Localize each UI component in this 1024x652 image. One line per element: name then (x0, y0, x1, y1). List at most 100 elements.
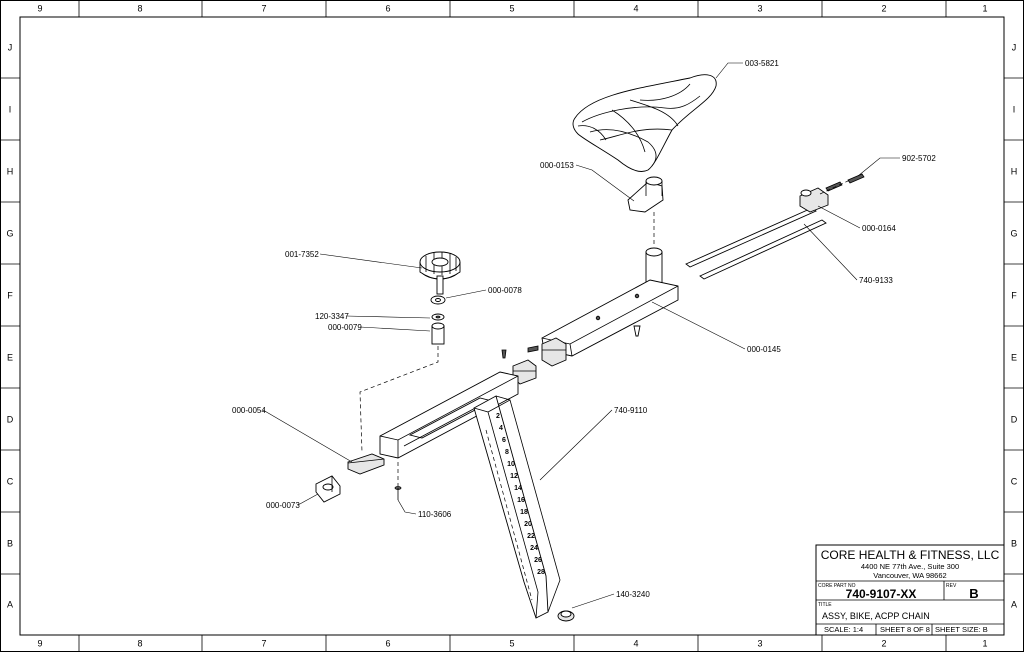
leader-110-3606 (397, 499, 417, 515)
dash-screws (819, 179, 851, 195)
revision: B (969, 586, 978, 601)
title-block (815, 544, 1005, 636)
company-name: CORE HEALTH & FITNESS, LLC (821, 548, 1000, 562)
end-cap (315, 475, 341, 503)
zone-row-left: A (7, 599, 13, 609)
zone-col-top: 8 (137, 3, 142, 13)
callout-000-0164: 000-0164 (862, 224, 896, 233)
callout-140-3240: 140-3240 (616, 590, 650, 599)
zone-row-left: C (7, 476, 14, 486)
slider-end-clamp (501, 337, 567, 385)
zone-row-right: C (1011, 476, 1018, 486)
zone-col-bottom: 7 (261, 638, 266, 648)
zone-col-bottom: 5 (509, 638, 514, 648)
callout-110-3606: 110-3606 (418, 510, 452, 519)
company-address-1: 4400 NE 77th Ave., Suite 300 (861, 562, 959, 571)
zone-col-bottom: 9 (37, 638, 42, 648)
zone-row-left: H (7, 166, 14, 176)
sheet-size: SHEET SIZE: B (935, 625, 988, 634)
scale-number: 26 (534, 557, 542, 564)
zone-col-top: 9 (37, 3, 42, 13)
scale-number: 20 (524, 521, 532, 528)
zone-col-top: 7 (261, 3, 266, 13)
zone-col-top: 5 (509, 3, 514, 13)
scale-number: 4 (499, 425, 503, 432)
scale-number: 14 (514, 485, 522, 492)
scale-number: 18 (520, 509, 528, 516)
zone-row-left: E (7, 352, 13, 362)
scale-number: 16 (517, 497, 525, 504)
leader-000-0073 (297, 493, 319, 506)
leader-140-3240 (571, 593, 615, 609)
zone-row-right: I (1013, 104, 1016, 114)
zone-row-left: F (7, 290, 13, 300)
leader-003-5821 (715, 62, 743, 79)
leader-740-9110 (539, 409, 613, 481)
leader-120-3347 (345, 315, 431, 319)
zone-row-right: H (1011, 166, 1018, 176)
zone-col-top: 6 (385, 3, 390, 13)
callout-000-0073: 000-0073 (266, 501, 300, 510)
company-address-2: Vancouver, WA 98662 (873, 571, 946, 580)
scale-number: 2 (496, 413, 500, 420)
leader-000-0145 (651, 301, 746, 350)
scale-number: 12 (510, 473, 518, 480)
zone-col-bottom: 3 (757, 638, 762, 648)
scale-number: 22 (527, 533, 535, 540)
zone-row-right: J (1012, 42, 1017, 52)
screw (394, 486, 402, 500)
callout-001-7352: 001-7352 (285, 250, 319, 259)
zone-col-top: 3 (757, 3, 762, 13)
zone-row-left: J (8, 42, 13, 52)
zone-col-top: 4 (633, 3, 638, 13)
zone-col-bottom: 8 (137, 638, 142, 648)
seat-post-assembly (379, 371, 561, 619)
zone-col-top: 1 (982, 3, 987, 13)
saddle (572, 74, 717, 172)
slide-block (347, 453, 385, 475)
callout-740-9110: 740-9110 (614, 406, 648, 415)
part-number: 740-9107-XX (846, 587, 917, 601)
scale-number: 24 (530, 545, 538, 552)
leader-000-0079 (359, 326, 431, 332)
leader-000-0153 (575, 164, 635, 202)
saddle-clamp (627, 176, 664, 213)
leader-000-0164 (817, 205, 861, 229)
leader-001-7352 (319, 253, 423, 269)
drawing-title: ASSY, BIKE, ACPP CHAIN (822, 611, 930, 621)
leader-740-9133 (803, 223, 858, 281)
rev-label: REV (946, 583, 957, 589)
scale-number: 10 (507, 461, 515, 468)
bushing (431, 322, 445, 345)
leader-000-0054 (262, 409, 353, 463)
callout-003-5821: 003-5821 (745, 59, 779, 68)
zone-row-left: B (7, 538, 13, 548)
insert-ring (431, 313, 445, 321)
zone-col-bottom: 1 (982, 638, 987, 648)
leader-000-0078 (445, 289, 487, 299)
callout-120-3347: 120-3347 (315, 312, 349, 321)
zone-row-left: D (7, 414, 14, 424)
callout-000-0153: 000-0153 (540, 161, 574, 170)
zone-row-right: D (1011, 414, 1018, 424)
adjustment-knob (419, 251, 461, 295)
zone-row-left: I (9, 104, 12, 114)
callout-000-0078: 000-0078 (488, 286, 522, 295)
zone-col-top: 2 (881, 3, 886, 13)
zone-col-bottom: 6 (385, 638, 390, 648)
callout-902-5702: 902-5702 (902, 154, 936, 163)
post-height-scale: 2 4 6 8 10 12 14 16 18 20 22 24 26 28 (496, 413, 545, 576)
scale-number: 28 (537, 569, 545, 576)
zone-col-bottom: 2 (881, 638, 886, 648)
post-foot (557, 610, 575, 622)
seat-slider (541, 247, 679, 357)
callout-000-0079: 000-0079 (328, 323, 362, 332)
zone-row-left: G (6, 228, 13, 238)
dash-knob-to-slide (359, 346, 439, 453)
sheet-number: SHEET 8 OF 8 (880, 625, 930, 634)
callout-740-9133: 740-9133 (859, 276, 893, 285)
title-label: TITLE (818, 602, 832, 608)
